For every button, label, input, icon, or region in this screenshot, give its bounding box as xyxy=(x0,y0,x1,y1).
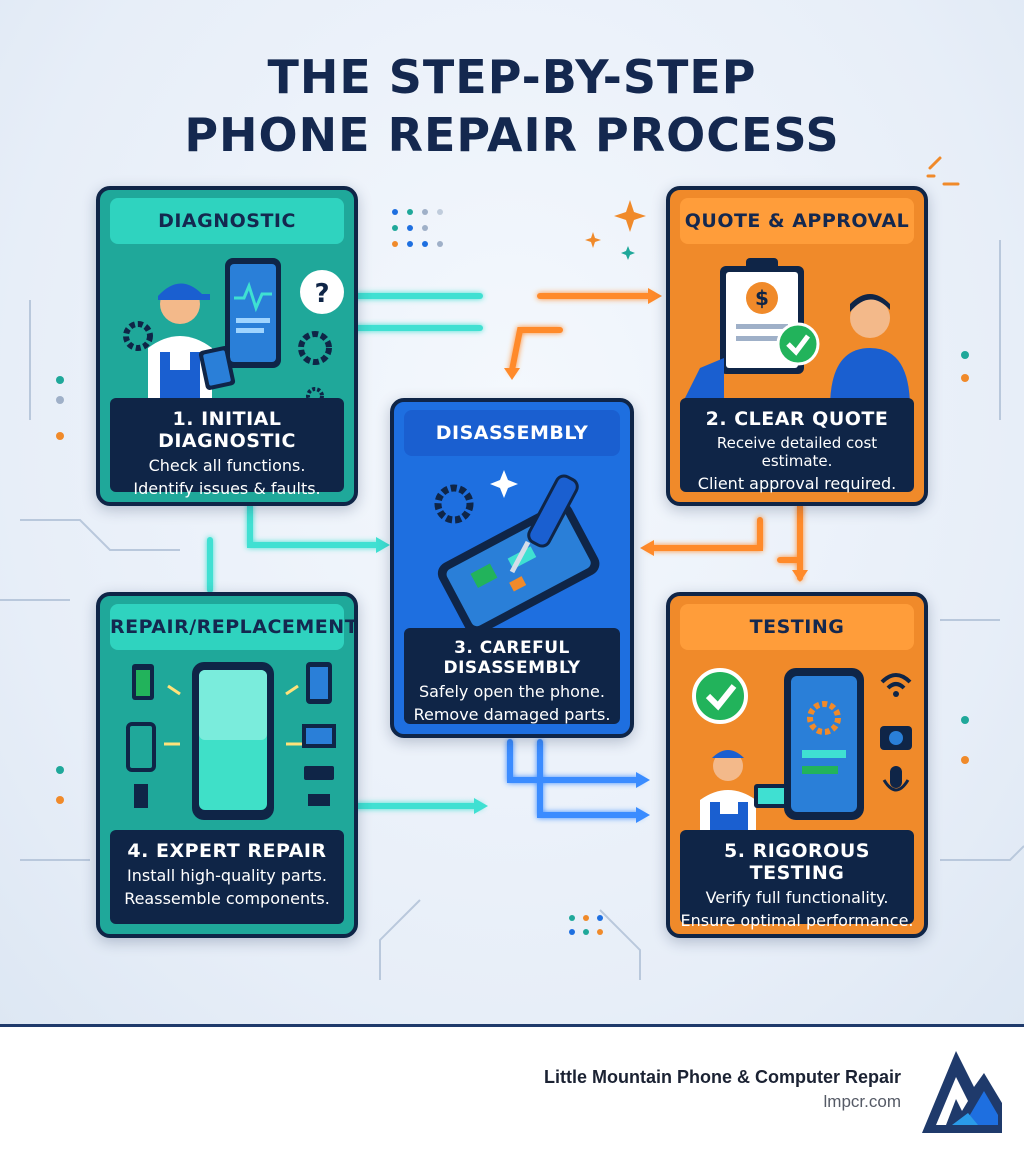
quote-step: 2. CLEAR QUOTE xyxy=(705,408,889,430)
svg-text:$: $ xyxy=(755,286,769,310)
repair-step: 4. EXPERT REPAIR xyxy=(127,840,327,862)
repair-line-1: Install high-quality parts. xyxy=(127,866,327,885)
page-title: THE STEP-BY-STEP PHONE REPAIR PROCESS xyxy=(0,48,1024,164)
disassembly-description: 3. CAREFUL DISASSEMBLY Safely open the p… xyxy=(404,628,620,724)
diagnostic-line-2: Identify issues & faults. xyxy=(133,479,321,498)
testing-card: TESTING xyxy=(666,592,928,938)
disassembly-card: DISASSEMBLY 3. CAREFUL DISASSEMBLY Safel… xyxy=(390,398,634,738)
diagnostic-step: 1. INITIAL DIAGNOSTIC xyxy=(158,408,296,452)
disassembly-line-1: Safely open the phone. xyxy=(419,682,605,701)
title-line-2: PHONE REPAIR PROCESS xyxy=(184,108,840,162)
disassembly-line-2: Remove damaged parts. xyxy=(413,705,611,724)
clipboard-dollar-icon: $ xyxy=(680,248,914,408)
flow-connectors xyxy=(0,156,1024,980)
title-line-1: THE STEP-BY-STEP xyxy=(267,50,757,104)
testing-step: 5. RIGOROUS TESTING xyxy=(724,840,870,884)
phone-test-icon xyxy=(680,654,914,834)
repair-description: 4. EXPERT REPAIR Install high-quality pa… xyxy=(110,830,344,924)
footer xyxy=(0,1027,1024,1154)
testing-description: 5. RIGOROUS TESTING Verify full function… xyxy=(680,830,914,930)
footer-divider xyxy=(0,1024,1024,1027)
repair-header: REPAIR/REPLACEMENT xyxy=(110,604,354,650)
diagnostic-line-1: Check all functions. xyxy=(148,456,306,475)
diagnostic-card: DIAGNOSTIC ? xyxy=(96,186,358,506)
testing-header: TESTING xyxy=(680,604,914,650)
quote-description: 2. CLEAR QUOTE Receive detailed cost est… xyxy=(680,398,914,493)
infographic-canvas: THE STEP-BY-STEP PHONE REPAIR PROCESS DI… xyxy=(0,0,1024,1024)
diagnostic-description: 1. INITIAL DIAGNOSTIC Check all function… xyxy=(110,398,344,498)
technician-with-phone-icon: ? xyxy=(110,248,344,408)
svg-text:?: ? xyxy=(314,279,329,309)
quote-header: QUOTE & APPROVAL xyxy=(680,198,914,244)
company-name: Little Mountain Phone & Computer Repair xyxy=(543,1067,901,1087)
repair-line-2: Reassemble components. xyxy=(124,889,330,908)
mountain-logo-icon xyxy=(922,1051,1002,1133)
quote-card: QUOTE & APPROVAL $ 2. CLEAR QUOTE xyxy=(666,186,928,506)
company-url: lmpcr.com xyxy=(823,1092,901,1111)
quote-line-1: Receive detailed cost estimate. xyxy=(716,434,878,470)
replacement-parts-icon xyxy=(110,654,344,834)
disassembly-header: DISASSEMBLY xyxy=(404,410,620,456)
testing-line-2: Ensure optimal performance. xyxy=(680,911,914,930)
repair-card: REPAIR/REPLACEMENT xyxy=(96,592,358,938)
phone-screwdriver-icon xyxy=(404,460,620,630)
testing-line-1: Verify full functionality. xyxy=(705,888,889,907)
diagnostic-header: DIAGNOSTIC xyxy=(110,198,344,244)
quote-line-2: Client approval required. xyxy=(697,474,897,493)
disassembly-step: 3. CAREFUL DISASSEMBLY xyxy=(443,638,581,678)
